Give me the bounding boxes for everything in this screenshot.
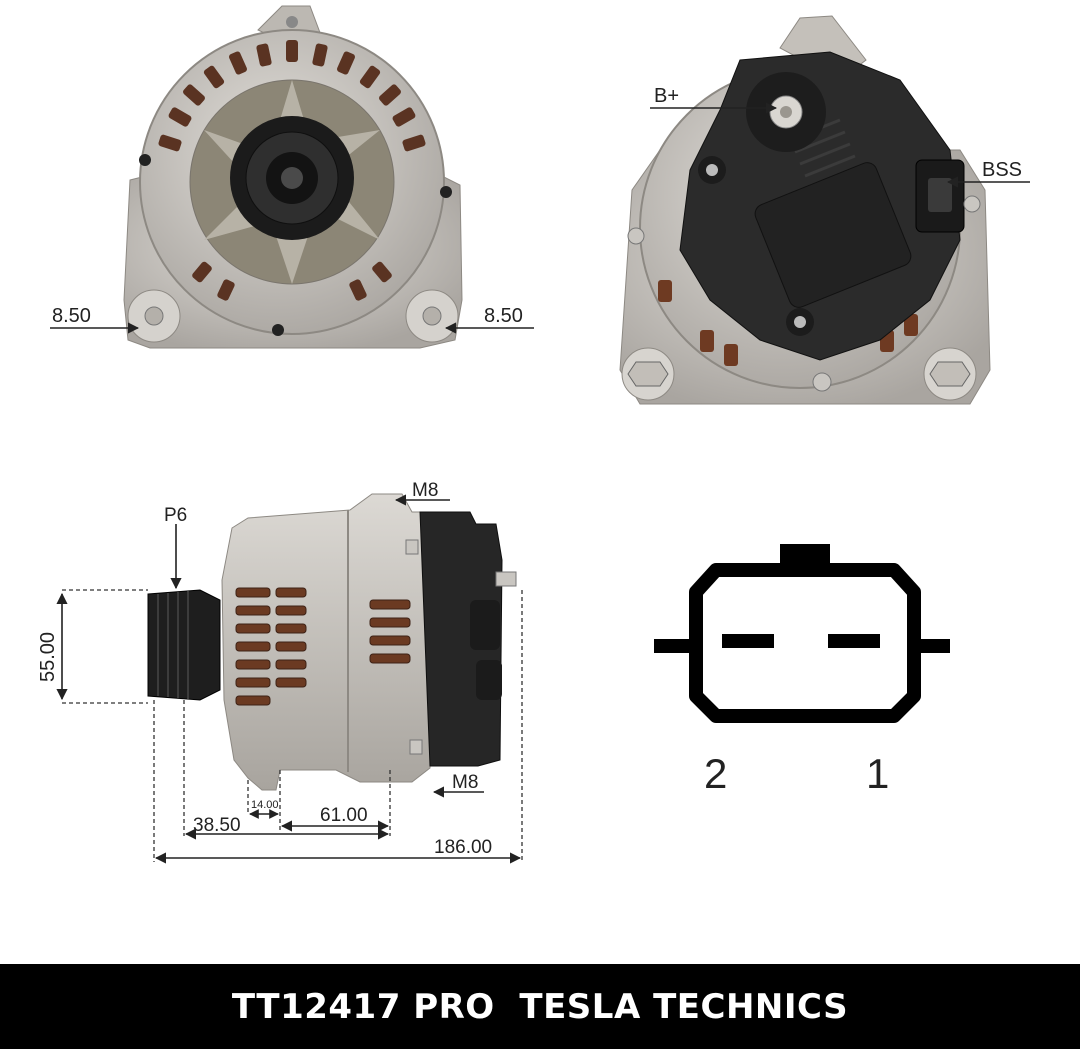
dimension-55-label: 55.00 <box>37 632 59 682</box>
b-plus-label: B+ <box>654 85 679 107</box>
b-plus-callout: B+ <box>650 85 778 114</box>
front-vent-slots <box>158 40 426 301</box>
footer-banner: TT12417 PRO TESLA TECHNICS <box>0 964 1080 1049</box>
dimension-38-label: 38.50 <box>193 815 241 836</box>
dimension-186: 186.00 <box>154 837 522 864</box>
p6-callout: P6 <box>164 505 187 590</box>
dimension-55: 55.00 <box>37 592 68 701</box>
m8-bottom-callout: M8 <box>432 772 484 798</box>
p6-label: P6 <box>164 505 187 526</box>
connector-pin-2-label: 2 <box>704 750 727 797</box>
m8-bottom-label: M8 <box>452 772 478 793</box>
dimension-61-label: 61.00 <box>320 805 368 826</box>
connector-pin-1 <box>828 634 880 648</box>
m8-top-label: M8 <box>412 480 438 501</box>
dimension-14: 14.00 <box>249 799 279 819</box>
product-drawing: 8.50 8.50 <box>37 5 1030 864</box>
dimension-38: 38.50 <box>184 815 390 840</box>
bss-label: BSS <box>982 159 1022 181</box>
connector-pinout-diagram: 2 1 <box>654 544 950 797</box>
front-left-mount-label: 8.50 <box>52 305 91 327</box>
connector-pin-2 <box>722 634 774 648</box>
side-view-alternator <box>147 493 517 791</box>
front-left-mount-callout: 8.50 <box>50 305 140 334</box>
dimension-14-label: 14.00 <box>251 799 279 811</box>
connector-pin-1-label: 1 <box>866 750 889 797</box>
m8-top-callout: M8 <box>394 480 450 506</box>
front-view-alternator <box>123 5 463 349</box>
dimension-extension-lines <box>62 589 523 862</box>
bss-callout: BSS <box>946 159 1030 188</box>
front-right-mount-callout: 8.50 <box>444 305 534 334</box>
dimension-186-label: 186.00 <box>434 837 492 858</box>
dimension-61: 61.00 <box>280 805 390 832</box>
footer-title: TT12417 PRO TESLA TECHNICS <box>231 986 849 1027</box>
front-right-mount-label: 8.50 <box>484 305 523 327</box>
rear-view-alternator <box>619 15 991 405</box>
